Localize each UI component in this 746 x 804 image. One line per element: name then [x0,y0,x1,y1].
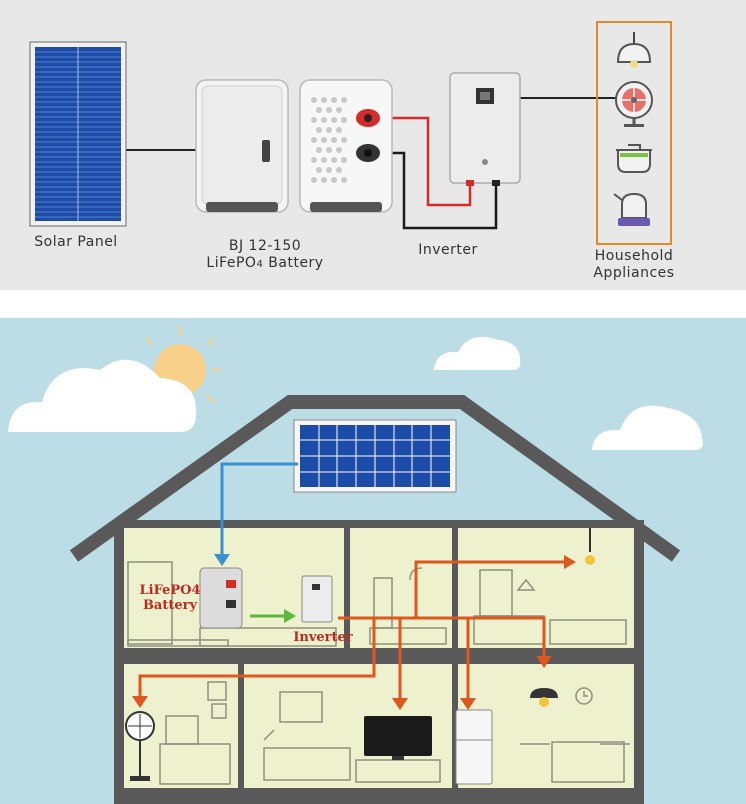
pot-icon [616,144,652,173]
clock-icon [575,687,593,705]
room-bedroom [458,528,634,648]
tv-icon [364,716,432,760]
inverter-label: Inverter [418,242,478,258]
furniture-outlines [127,561,630,785]
appliances-frame [596,21,672,245]
kettle-icon [613,192,650,226]
roof [69,395,681,562]
solar-to-battery-flow [220,462,298,556]
battery-front-image [195,79,289,213]
solar-panel-label: Solar Panel [34,234,118,250]
appliances-label: Household Appliances [593,248,675,281]
fan-icon [615,81,653,127]
battery-terminal-image [299,79,393,213]
solar-panel [29,41,127,227]
ac-distribution-flow [138,560,566,700]
house-inverter-label: Inverter [293,630,353,645]
bedroom-lamp-icon [585,528,595,565]
component-diagram [29,21,672,245]
lamp-icon [616,32,652,68]
kitchen-lamp-icon [530,688,558,707]
house-inverter-image [301,575,333,623]
roof-solar-panel [293,419,457,493]
positive-wire [372,116,472,207]
inverter-image [449,72,521,186]
battery-model-label: BJ 12-150 [228,238,302,254]
negative-wire [374,151,498,230]
fridge-icon [455,709,493,785]
clouds [8,336,703,450]
house-fan-icon [125,711,155,781]
battery-type-label: LiFePO4 Battery [206,255,324,271]
house-battery-image [199,567,243,629]
battery-label: BJ 12-150 LiFePO4 Battery [190,238,340,273]
house-battery-label: LiFePO4 Battery [139,583,201,613]
